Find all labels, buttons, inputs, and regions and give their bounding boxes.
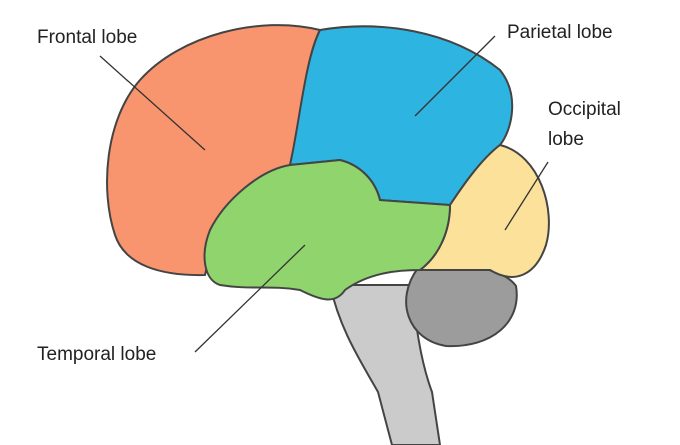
- temporal-lobe-label: Temporal lobe: [37, 344, 157, 365]
- occipital-leader-line: [504, 161, 549, 231]
- leader-lines: [99, 35, 549, 353]
- parietal-leader-line: [414, 35, 496, 117]
- frontal-lobe-label: Frontal lobe: [37, 27, 138, 48]
- occipital-lobe-label-line1: Occipital: [548, 99, 621, 120]
- cerebellum: [405, 263, 518, 348]
- temporal-lobe: [203, 158, 452, 301]
- temporal-leader-line: [194, 244, 306, 353]
- frontal-leader-line: [99, 55, 206, 151]
- occipital-lobe-label-line2: lobe: [548, 129, 584, 150]
- occipital-lobe: [417, 143, 550, 278]
- parietal-lobe-label: Parietal lobe: [507, 22, 613, 43]
